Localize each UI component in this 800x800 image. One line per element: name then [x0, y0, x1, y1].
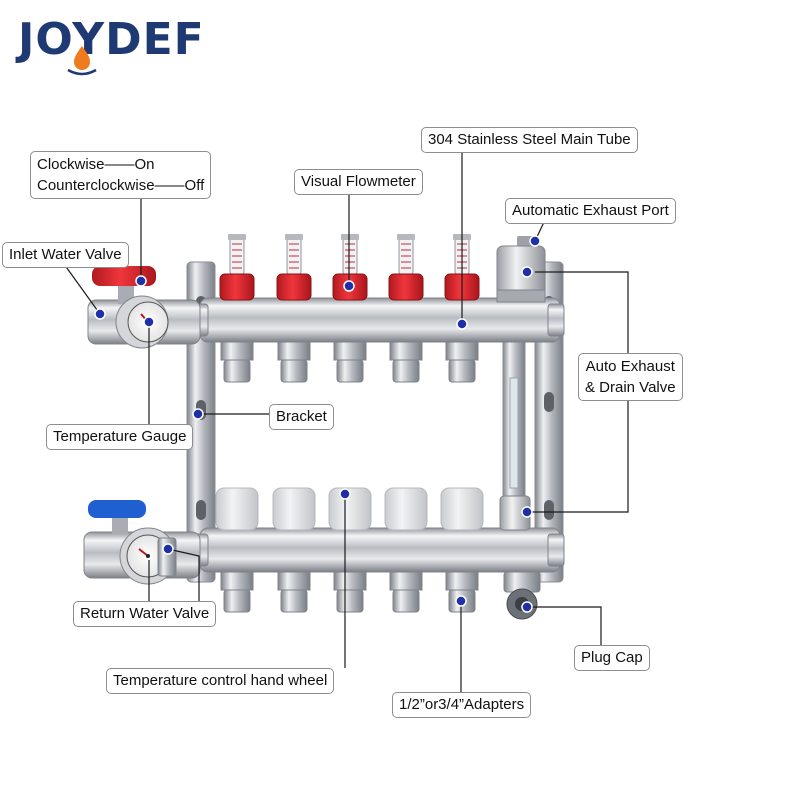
- label-auto-exhaust-line2: & Drain Valve: [585, 379, 676, 396]
- leader-line-7: [527, 401, 629, 513]
- flowmeter-top: [397, 234, 415, 240]
- hand-wheel: [328, 487, 372, 531]
- adapter-lower-nut: [389, 571, 423, 591]
- adapter-lower-nut: [333, 571, 367, 591]
- hand-wheel: [440, 487, 484, 531]
- callout-dot-1: [135, 275, 147, 287]
- leader-line-11: [167, 548, 200, 601]
- loop-1: [215, 234, 259, 613]
- label-counterclockwise: Counterclockwise——Off: [37, 177, 205, 194]
- label-hand-wheel: Temperature control hand wheel: [106, 668, 335, 694]
- callout-dot-5: [529, 235, 541, 247]
- hand-wheel: [272, 487, 316, 531]
- callout-dot-6: [521, 266, 533, 278]
- label-visual-flowmeter: Visual Flowmeter: [294, 169, 423, 195]
- exhaust-port: [496, 236, 546, 303]
- hand-wheel: [215, 487, 259, 531]
- label-bracket: Bracket: [269, 404, 334, 430]
- callout-dot-10: [162, 543, 174, 555]
- return-ball-valve: [83, 500, 201, 585]
- label-valve-direction: Clockwise——On Counterclockwise——Off: [30, 151, 212, 199]
- adapter-upper-nut: [445, 341, 479, 361]
- return-main-tube: [189, 527, 565, 573]
- flowmeter-top: [285, 234, 303, 240]
- callout-dot-8: [192, 408, 204, 420]
- adapter-lower-nut: [445, 571, 479, 591]
- callout-dot-3: [343, 280, 355, 292]
- brand-name: JOYDEF: [18, 14, 205, 65]
- label-auto-exhaust-line1: Auto Exhaust: [585, 358, 675, 375]
- label-return-valve: Return Water Valve: [73, 601, 217, 627]
- drain-pipe: [502, 339, 526, 511]
- adapter-lower-end: [336, 589, 364, 613]
- plug-cap: [503, 571, 541, 620]
- adapter-upper-nut: [277, 341, 311, 361]
- adapter-upper-nut: [389, 341, 423, 361]
- callout-dot-13: [455, 595, 467, 607]
- adapter-lower-nut: [220, 571, 254, 591]
- brand-logo: JOYDEF: [18, 14, 205, 65]
- leader-line-2: [63, 263, 101, 315]
- label-inlet-valve: Inlet Water Valve: [2, 242, 129, 268]
- adapter-upper-nut: [333, 341, 367, 361]
- adapter-upper-nut: [220, 341, 254, 361]
- callout-dot-11: [521, 601, 533, 613]
- adapter-upper-end: [223, 359, 251, 383]
- label-temperature-gauge: Temperature Gauge: [46, 424, 194, 450]
- flowmeter-top: [228, 234, 246, 240]
- adapter-lower-nut: [277, 571, 311, 591]
- callout-dot-12: [339, 488, 351, 500]
- label-auto-exhaust-drain: Auto Exhaust & Drain Valve: [578, 353, 683, 401]
- label-exhaust-port: Automatic Exhaust Port: [505, 198, 676, 224]
- adapter-lower-end: [392, 589, 420, 613]
- adapter-upper-end: [392, 359, 420, 383]
- flowmeter-base: [388, 273, 424, 301]
- callout-dot-9: [143, 316, 155, 328]
- adapter-upper-end: [280, 359, 308, 383]
- callout-dot-7: [521, 506, 533, 518]
- adapter-lower-end: [280, 589, 308, 613]
- loop-2: [272, 234, 316, 613]
- adapter-lower-end: [223, 589, 251, 613]
- leader-line-6: [535, 271, 629, 353]
- label-adapters: 1/2”or3/4”Adapters: [392, 692, 532, 718]
- loop-4: [384, 234, 428, 613]
- loop-5: [440, 234, 484, 613]
- label-clockwise: Clockwise——On: [37, 156, 155, 173]
- flowmeter-top: [341, 234, 359, 240]
- label-plug-cap: Plug Cap: [574, 645, 650, 671]
- manifold-loops: [215, 234, 484, 613]
- label-main-tube: 304 Stainless Steel Main Tube: [421, 127, 638, 153]
- callout-leaders: [63, 149, 629, 692]
- supply-main-tube: [189, 297, 565, 343]
- callout-dot-2: [94, 308, 106, 320]
- adapter-upper-end: [336, 359, 364, 383]
- flowmeter-base: [276, 273, 312, 301]
- callout-dot-4: [456, 318, 468, 330]
- hand-wheel: [384, 487, 428, 531]
- loop-3: [328, 234, 372, 613]
- water-drop-icon: [67, 46, 97, 76]
- adapter-upper-end: [448, 359, 476, 383]
- flowmeter-base: [219, 273, 255, 301]
